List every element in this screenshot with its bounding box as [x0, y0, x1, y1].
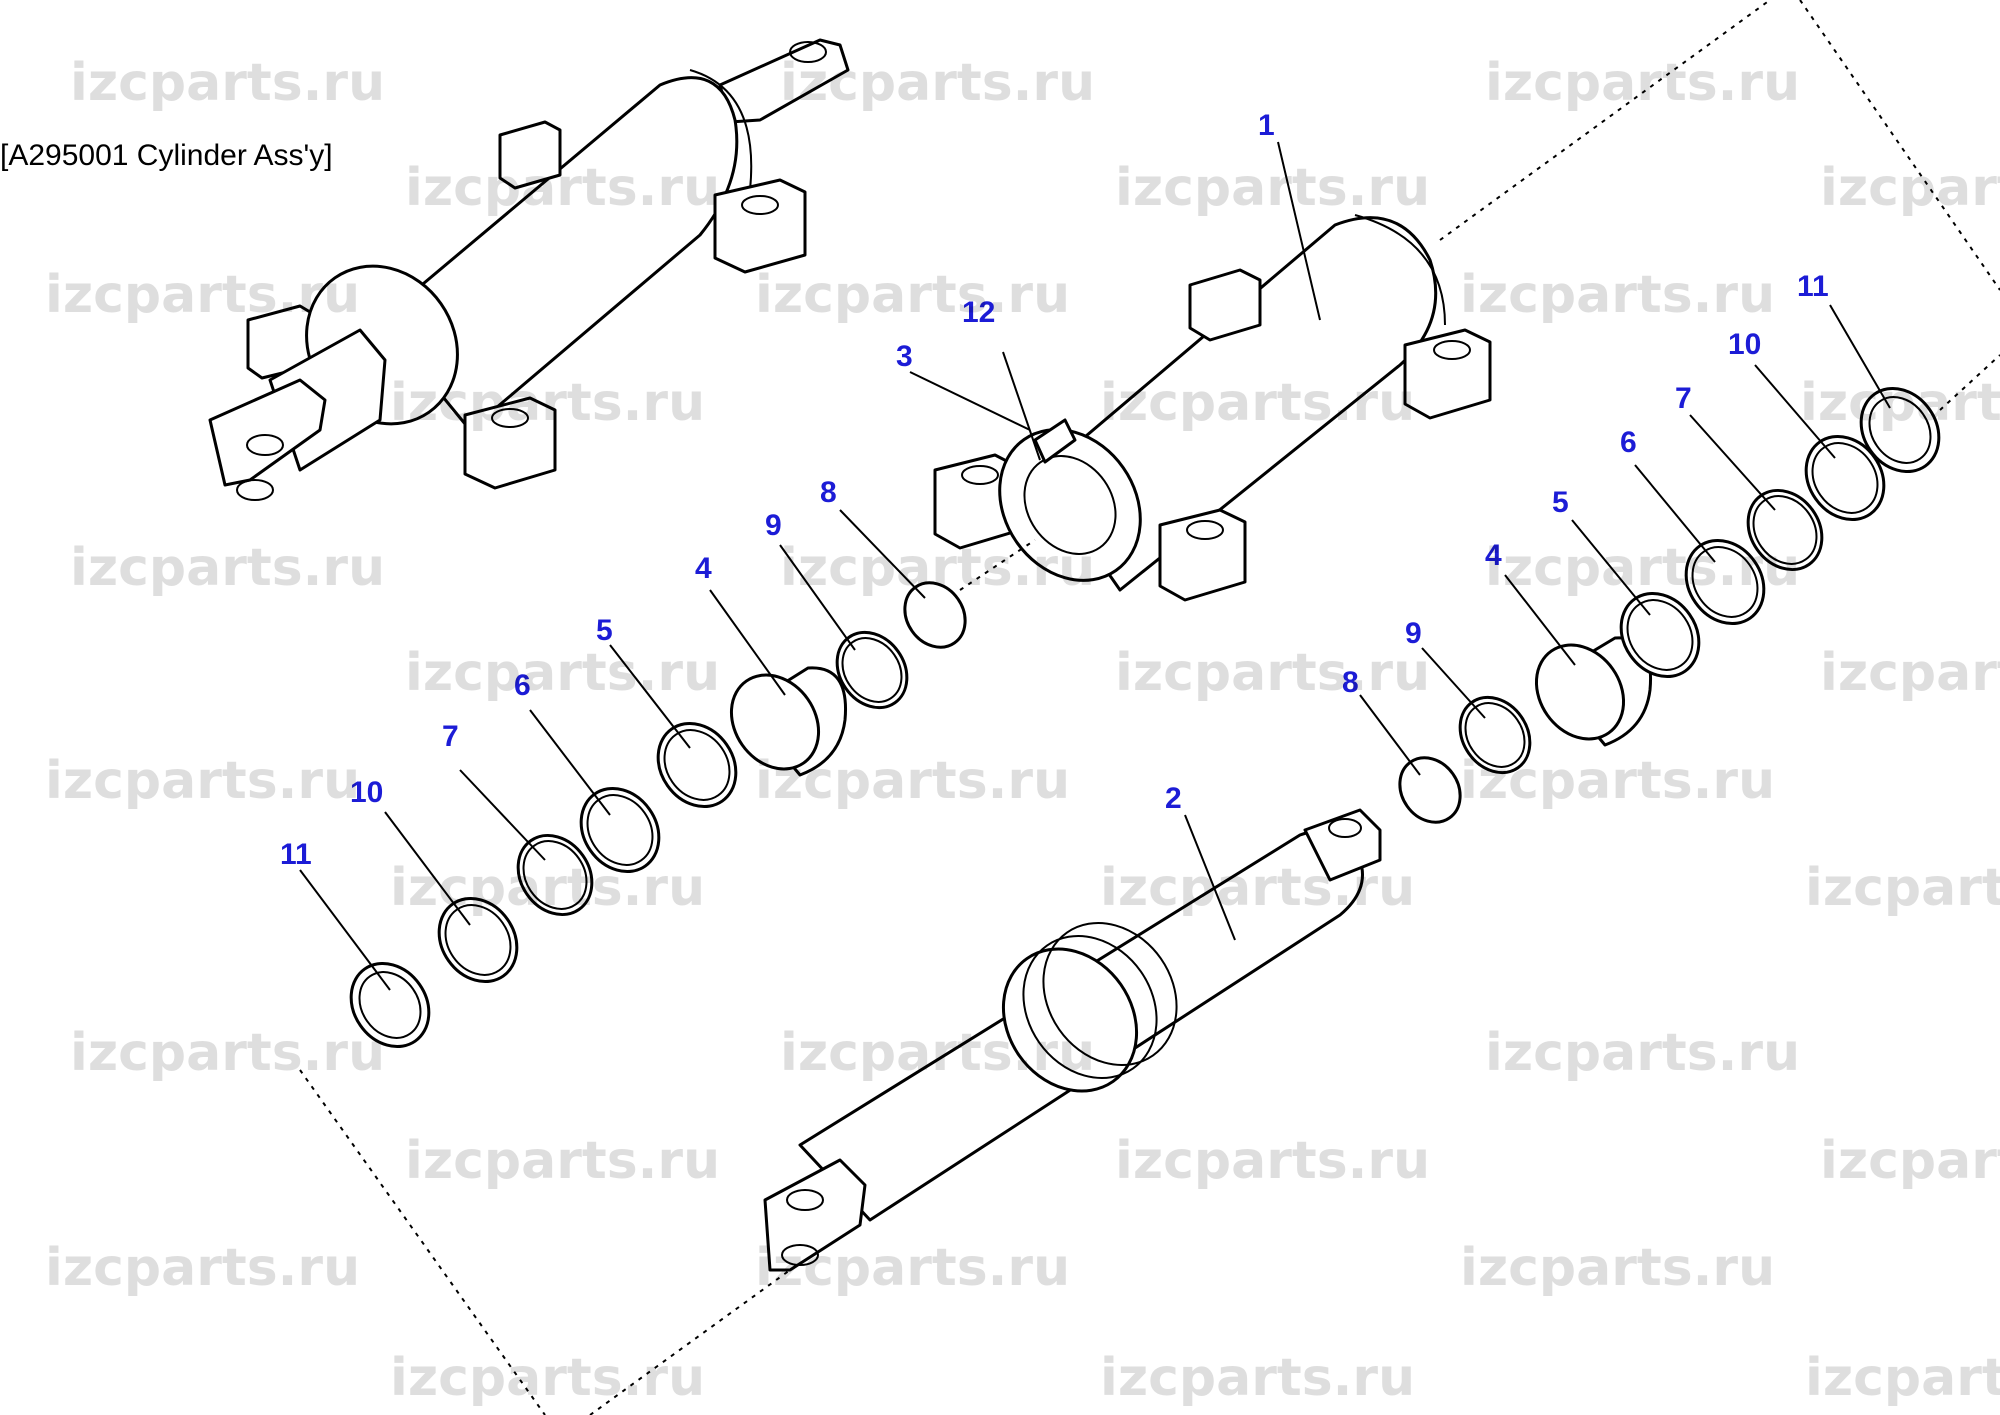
- watermark: izcparts.ru: [755, 265, 1070, 325]
- callout-8-right: 8: [1342, 666, 1359, 699]
- watermark: izcparts.ru: [390, 373, 705, 433]
- watermark: izcparts.ru: [755, 751, 1070, 811]
- watermark: izcparts.ru: [390, 858, 705, 918]
- watermark: izcparts.ru: [1460, 265, 1775, 325]
- part-5-ring-left: [656, 721, 738, 809]
- callout-5-left: 5: [596, 614, 613, 647]
- watermark: izcparts.ru: [780, 1023, 1095, 1083]
- part-2-piston-rod: [763, 808, 1382, 1272]
- callout-7-left: 7: [442, 720, 459, 753]
- watermark: izcparts.ru: [1485, 538, 1800, 598]
- callout-10-right: 10: [1728, 328, 1761, 361]
- part-10-ring-left: [437, 896, 519, 984]
- watermark: izcparts.ru: [1100, 1348, 1415, 1408]
- assembled-block-2: [713, 178, 807, 274]
- watermark: izcparts.ru: [45, 265, 360, 325]
- watermark: izcparts.ru: [70, 538, 385, 598]
- assembled-cylinder: [208, 38, 850, 501]
- callout-12: 12: [962, 296, 995, 329]
- callout-6-right: 6: [1620, 426, 1637, 459]
- watermark: izcparts.ru: [405, 158, 720, 218]
- assembly-title: [A295001 Cylinder Ass'y]: [0, 139, 333, 172]
- watermark: izcparts.ru: [70, 53, 385, 113]
- watermark: izcparts.ru: [755, 1238, 1070, 1298]
- watermark: izcparts.ru: [1115, 1131, 1430, 1191]
- watermark: izcparts.ru: [1100, 373, 1415, 433]
- assembled-block-4: [463, 396, 557, 490]
- watermark: izcparts.ru: [1115, 158, 1430, 218]
- part-12-grease-fitting: [1033, 418, 1077, 464]
- watermark: izcparts.ru: [780, 53, 1095, 113]
- callout-3: 3: [896, 340, 913, 373]
- watermark: izcparts.ru: [1805, 858, 2000, 918]
- assembled-rod-eye-bottom: [208, 378, 327, 487]
- watermark: izcparts.ru: [1115, 643, 1430, 703]
- callout-9-left: 9: [765, 509, 782, 542]
- assembled-body-tube: [378, 76, 739, 432]
- callout-6-left: 6: [514, 669, 531, 702]
- leader-lines: [299, 141, 1891, 991]
- left-seal-stack: [349, 581, 967, 1049]
- callout-5-right: 5: [1552, 486, 1569, 519]
- watermark: izcparts.ru: [45, 1238, 360, 1298]
- part-3-bore: [1023, 455, 1117, 555]
- watermark: izcparts.ru: [1820, 1131, 2000, 1191]
- watermark: izcparts.ru: [1805, 1348, 2000, 1408]
- piston-rod-piston: [1001, 947, 1139, 1093]
- watermark: izcparts.ru: [780, 538, 1095, 598]
- callout-9-right: 9: [1405, 617, 1422, 650]
- callout-2: 2: [1165, 782, 1182, 815]
- right-seal-stack: [1398, 386, 1941, 824]
- watermark: izcparts.ru: [1820, 158, 2000, 218]
- cylinder-body-block-2: [1403, 328, 1492, 420]
- watermark: izcparts.ru: [45, 751, 360, 811]
- watermark: izcparts.ru: [1460, 1238, 1775, 1298]
- watermark: izcparts.ru: [1820, 643, 2000, 703]
- part-5-ring-right: [1619, 591, 1701, 679]
- part-6-ring-right: [1684, 538, 1766, 626]
- callout-1: 1: [1258, 109, 1275, 142]
- part-7-ring-left: [516, 833, 594, 917]
- watermark: izcparts.ru: [1460, 751, 1775, 811]
- watermark: izcparts.ru: [390, 1348, 705, 1408]
- watermark: izcparts.ru: [70, 1023, 385, 1083]
- piston-rod-eye-bottom: [763, 1158, 867, 1272]
- watermark-layer: izcparts.ru izcparts.ru izcparts.ru izcp…: [45, 53, 2000, 1408]
- cylinder-body-block-4: [1158, 508, 1247, 602]
- watermark: izcparts.ru: [1485, 1023, 1800, 1083]
- callout-8-left: 8: [820, 476, 837, 509]
- callout-11-right: 11: [1797, 270, 1829, 303]
- watermark: izcparts.ru: [1800, 373, 2000, 433]
- callout-7-right: 7: [1675, 382, 1692, 415]
- part-1-cylinder-body: [933, 214, 1492, 602]
- assembly-lines: [299, 0, 2000, 1415]
- watermark: izcparts.ru: [1100, 858, 1415, 918]
- callout-11-left: 11: [280, 838, 312, 871]
- watermark: izcparts.ru: [405, 643, 720, 703]
- callout-4-right: 4: [1485, 539, 1502, 572]
- callout-labels: 1 2 3 12 11 10 7 6 5 4 9 8 8 9 4 5 6 7 1…: [280, 109, 1829, 871]
- part-9-ring-left: [835, 630, 909, 710]
- watermark: izcparts.ru: [405, 1131, 720, 1191]
- watermark: izcparts.ru: [1485, 53, 1800, 113]
- cylinder-body-block-1: [1188, 268, 1262, 342]
- callout-4-left: 4: [695, 552, 712, 585]
- callout-10-left: 10: [350, 776, 383, 809]
- assembled-block-1: [498, 120, 562, 190]
